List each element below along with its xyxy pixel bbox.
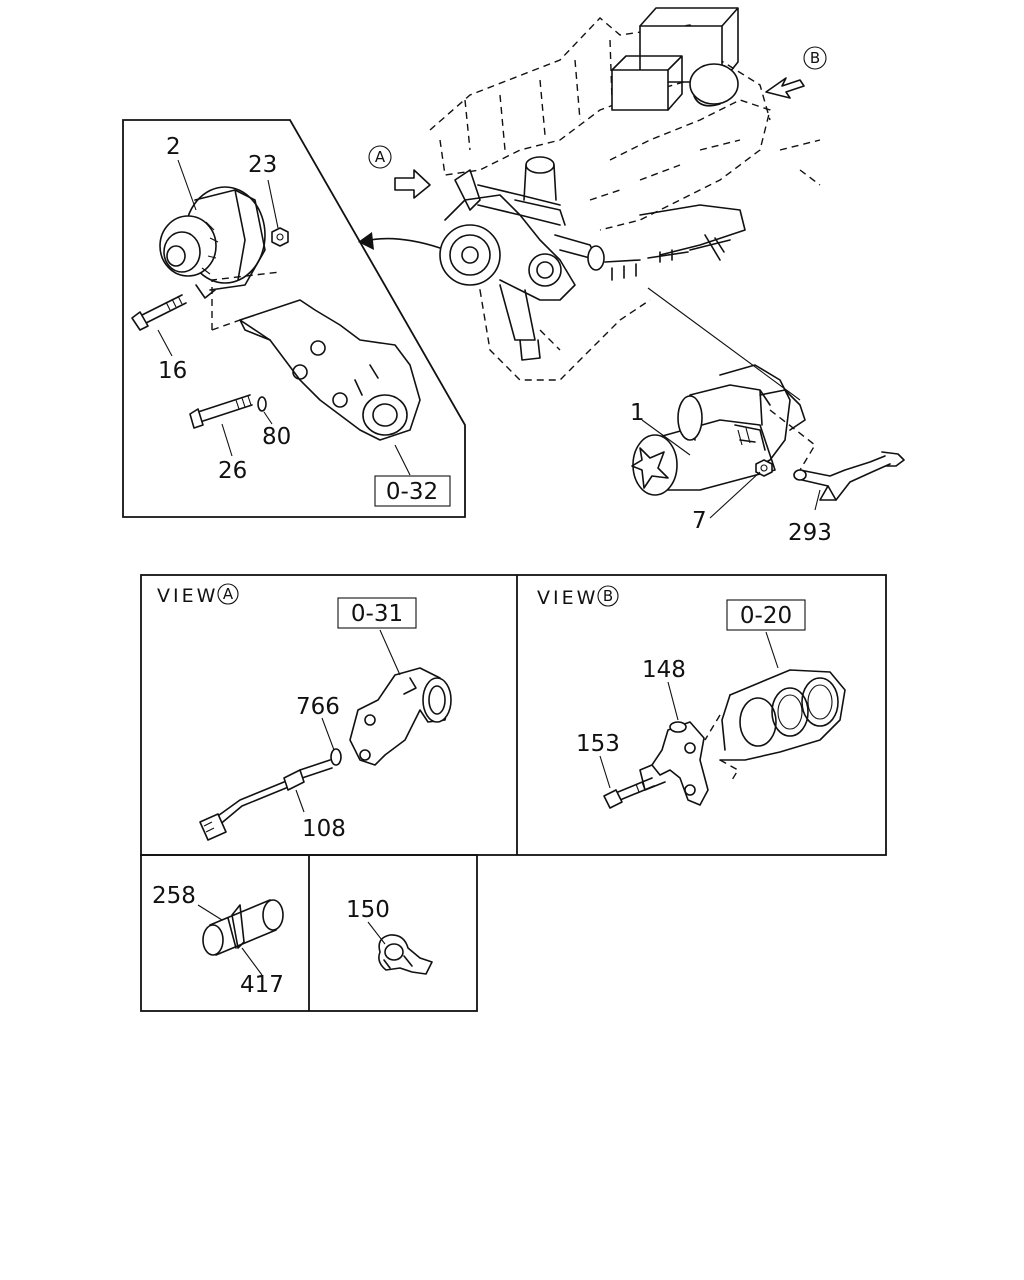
bolt-16-drawing — [131, 294, 187, 331]
view-b-title-letter: B — [603, 587, 613, 605]
washer-drawing — [257, 396, 267, 412]
callout-clip-a: 258 — [152, 883, 196, 909]
starter-assembly: 1 7 293 — [630, 364, 905, 546]
ref-box-view-a — [337, 597, 417, 629]
callout-washer: 80 — [262, 424, 291, 450]
clip-drawing — [202, 899, 284, 956]
callout-alternator: 2 — [166, 134, 181, 160]
callout-clip-b: 417 — [240, 972, 284, 998]
callout-clamp: 150 — [346, 897, 390, 923]
manifold-drawing — [704, 669, 846, 781]
callout-cable: 293 — [788, 520, 832, 546]
callout-alt-bolt: 16 — [158, 358, 187, 384]
ref-box-bracket — [374, 475, 451, 507]
view-a-marker: A — [368, 145, 392, 169]
bolt-26-drawing — [189, 394, 253, 429]
clip-panel: 258 417 — [152, 883, 284, 998]
sensor-washer-drawing — [330, 748, 342, 766]
callout-starter-nut: 7 — [692, 508, 707, 534]
view-a-title-letter: A — [223, 585, 234, 603]
ref-view-a: 0-31 — [351, 601, 403, 627]
view-a-panel: VIEW A 0-31 766 108 — [157, 583, 452, 842]
bracket-drawing — [239, 299, 421, 441]
view-b-title: VIEW — [537, 587, 598, 609]
view-b-marker-letter: B — [810, 49, 820, 67]
clip-bolt-drawing — [603, 777, 655, 809]
clamp-panel: 150 — [346, 897, 433, 975]
engine-block-drawing — [358, 7, 821, 401]
sensor-drawing — [199, 759, 333, 841]
callout-starter: 1 — [630, 400, 645, 426]
clamp-drawing — [378, 934, 433, 975]
alternator-inset: 2 23 16 80 26 0-32 — [122, 119, 466, 518]
view-panels-frame — [140, 574, 887, 856]
view-a-marker-letter: A — [375, 148, 386, 166]
callout-clip-bolt: 153 — [576, 731, 620, 757]
clip-bracket-drawing — [639, 721, 709, 806]
callout-bracket-bolt: 26 — [218, 458, 247, 484]
view-a-title: VIEW — [157, 585, 218, 607]
ref-box-view-b — [726, 599, 806, 631]
view-b-panel: VIEW B 0-20 — [537, 585, 846, 809]
callout-alt-nut: 23 — [248, 152, 277, 178]
ref-bracket: 0-32 — [386, 479, 438, 505]
view-b-marker: B — [803, 46, 827, 70]
alternator-drawing — [159, 186, 266, 299]
ref-view-b: 0-20 — [740, 603, 792, 629]
outlet-housing-drawing — [349, 667, 452, 766]
callout-sensor-washer: 766 — [296, 694, 340, 720]
callout-sensor: 108 — [302, 816, 346, 842]
nut-drawing — [271, 227, 289, 247]
callout-clip-bracket: 148 — [642, 657, 686, 683]
